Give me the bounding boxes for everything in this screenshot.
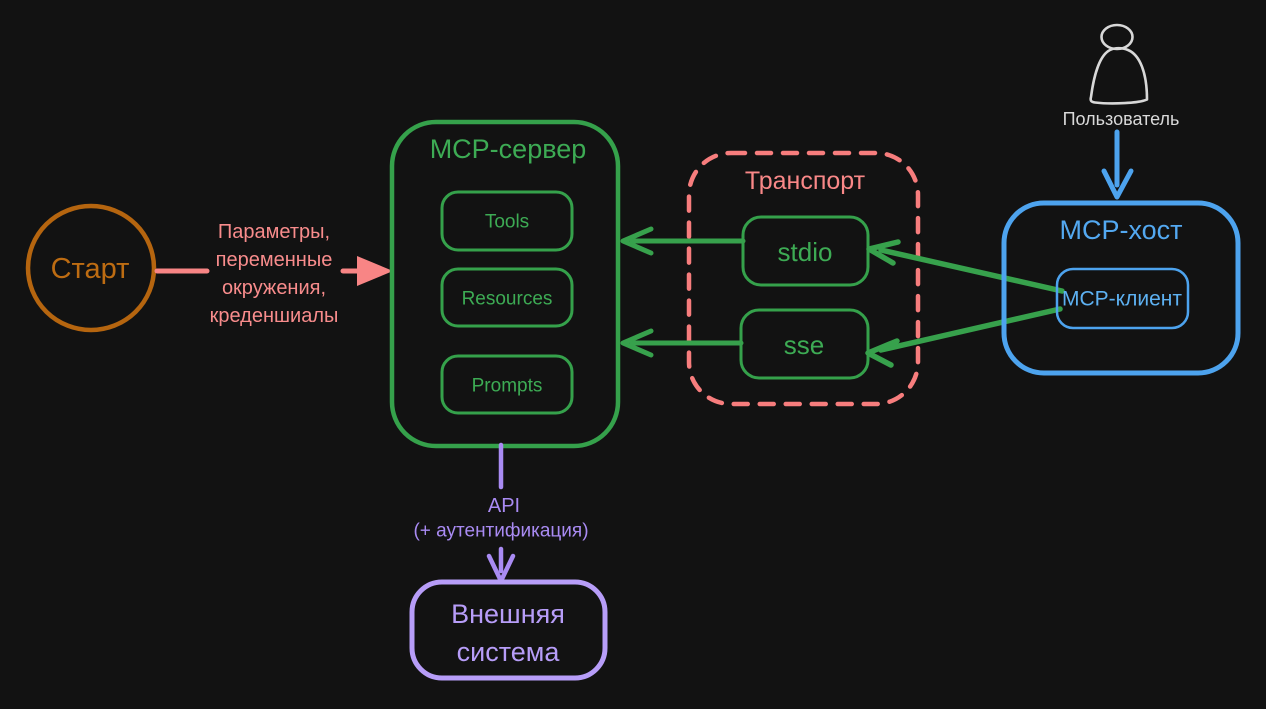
client-to-stdio-line — [878, 247, 1065, 294]
client-to-stdio-arrow — [866, 239, 1065, 294]
mcp-server-border — [389, 119, 621, 449]
transport-title: Транспорт — [745, 167, 866, 195]
user-to-host-arrowhead — [1101, 168, 1134, 200]
external-system-line-1: Внешняя — [451, 599, 565, 629]
mcp-server-title: MCP-сервер — [430, 134, 587, 164]
start-node: Старт — [25, 203, 157, 333]
api-line-2: (+ аутентификация) — [413, 521, 588, 542]
resources-box: Resources — [440, 267, 574, 328]
external-system-border — [409, 579, 608, 681]
transport-border — [686, 150, 921, 407]
params-line-3: окружения, — [222, 277, 326, 299]
stdio-to-server-arrowhead — [620, 226, 654, 256]
stdio-label: stdio — [778, 237, 833, 267]
sse-to-server-arrow — [620, 328, 744, 358]
sse-label: sse — [784, 330, 824, 360]
params-arrow — [154, 256, 393, 286]
user-icon — [1089, 23, 1149, 105]
params-line-2: переменные — [216, 249, 333, 271]
params-arrowhead — [357, 256, 393, 286]
api-line-1: API — [488, 495, 520, 517]
start-circle — [25, 203, 157, 333]
mcp-host-title: MCP-хост — [1059, 215, 1182, 245]
mcp-client-border — [1055, 267, 1190, 330]
user-node: Пользователь — [1063, 23, 1180, 129]
tools-label: Tools — [485, 212, 529, 233]
api-label: API (+ аутентификация) — [413, 495, 588, 542]
mcp-host-border — [1001, 200, 1241, 376]
prompts-label: Prompts — [472, 376, 543, 397]
resources-border — [440, 267, 574, 328]
sse-to-server-arrowhead — [620, 328, 654, 358]
resources-label: Resources — [462, 289, 553, 310]
mcp-host-box: MCP-хост MCP-клиент — [1001, 200, 1241, 376]
client-to-sse-line — [878, 306, 1063, 353]
client-to-stdio-arrowhead — [866, 239, 901, 266]
tools-box: Tools — [440, 190, 574, 252]
external-system-line-2: система — [457, 637, 561, 667]
prompts-border — [440, 354, 574, 415]
external-system-box: Внешняя система — [409, 579, 608, 681]
transport-box: Транспорт stdio sse — [686, 150, 921, 407]
user-icon-body — [1089, 46, 1149, 105]
client-to-sse-arrowhead — [865, 338, 900, 368]
params-label: Параметры, переменные окружения, креденш… — [210, 221, 339, 327]
user-to-host-arrow — [1101, 129, 1134, 200]
mcp-client-label: MCP-клиент — [1062, 288, 1182, 311]
client-to-sse-arrow — [865, 306, 1063, 368]
params-line-4: креденшиалы — [210, 305, 339, 327]
mcp-server-box: MCP-сервер Tools Resources Prompts — [389, 119, 621, 449]
prompts-box: Prompts — [440, 354, 574, 415]
params-line-1: Параметры, — [218, 221, 330, 243]
sse-box: sse — [739, 308, 870, 380]
user-label: Пользователь — [1063, 109, 1180, 129]
stdio-box: stdio — [741, 215, 870, 287]
start-label: Старт — [51, 253, 130, 285]
mcp-client-box: MCP-клиент — [1055, 267, 1190, 330]
tools-border — [440, 190, 574, 252]
stdio-to-server-arrow — [620, 226, 746, 256]
